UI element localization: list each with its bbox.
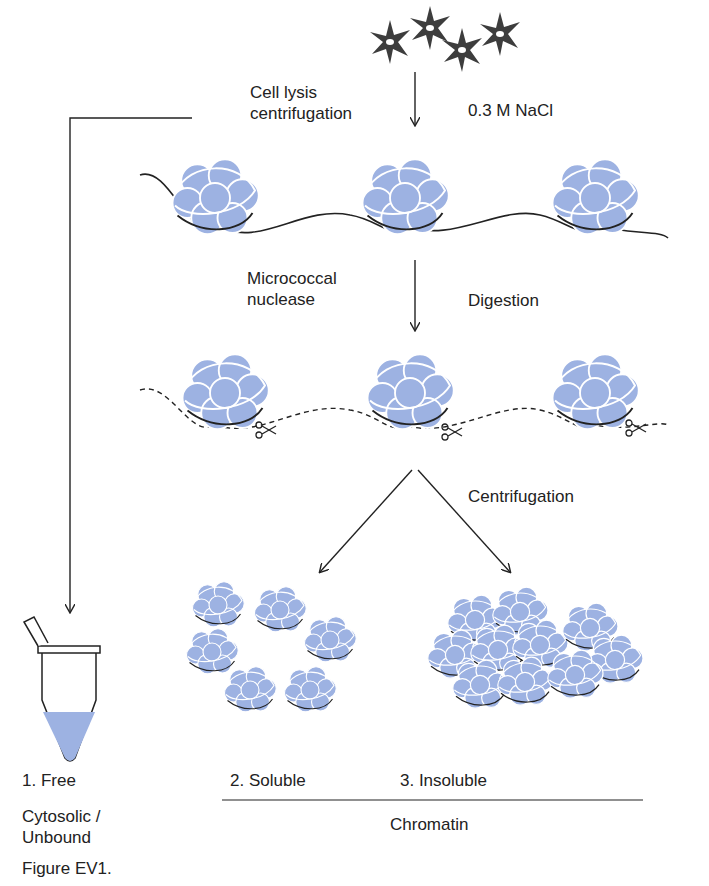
fraction-label: 2. Soluble (230, 770, 380, 791)
step-label: Centrifugation (468, 486, 618, 507)
group-label: Chromatin (390, 814, 530, 835)
figure-caption: Figure EV1. (22, 858, 222, 879)
fraction-label: 3. Insoluble (400, 770, 560, 791)
step-label: Digestion (468, 290, 598, 311)
fraction-label: 1. Free (22, 770, 142, 791)
condition-label: 0.3 M NaCl (468, 100, 598, 121)
group-label: Cytosolic / Unbound (22, 806, 112, 848)
step-label: Cell lysis centrifugation (250, 82, 380, 124)
step-label: Micrococcal nuclease (247, 268, 377, 310)
